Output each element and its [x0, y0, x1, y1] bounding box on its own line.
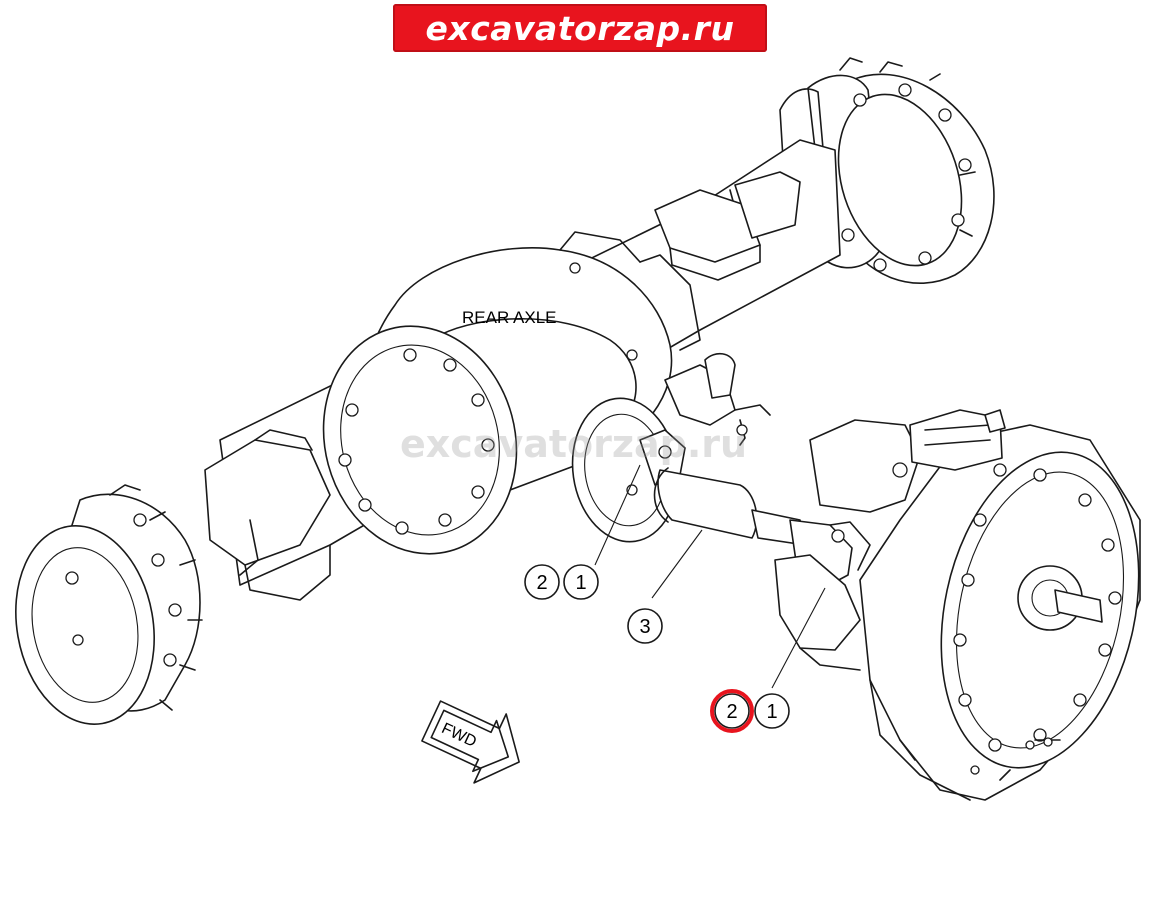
callout-mid-3-number: 3: [639, 616, 650, 638]
leader-upper-2-1: [594, 464, 641, 566]
driveshaft: [653, 467, 871, 591]
leader-lower-2-1: [771, 587, 826, 689]
watermark: excavatorzap.ru: [400, 422, 748, 466]
callout-upper-2: 2: [524, 564, 560, 600]
callout-lower-2: 2: [710, 689, 754, 733]
callout-upper-1: 1: [563, 564, 599, 600]
far-wheel-hub: [779, 57, 995, 284]
rear-axle-assembly: [15, 57, 995, 725]
callout-highlight-ring: [710, 689, 754, 733]
callout-mid-3: 3: [627, 608, 663, 644]
callout-lower-2-number: 2: [726, 701, 737, 723]
transmission: [774, 409, 1141, 801]
leader-lines: [594, 464, 826, 689]
callout-lower-1-number: 1: [766, 701, 777, 723]
fwd-arrow: FWD: [421, 700, 520, 784]
brand-banner-text: excavatorzap.ru: [425, 8, 735, 48]
callout-upper-2-number: 2: [536, 572, 547, 594]
diff-bracket-valve: [664, 352, 771, 446]
brand-banner: excavatorzap.ru: [393, 4, 767, 52]
differential-pinion-flange: [571, 397, 686, 543]
callout-upper-1-number: 1: [575, 572, 586, 594]
callout-lower-1: 1: [754, 693, 790, 729]
near-wheel-hub: [15, 484, 203, 725]
rear-axle-label: REAR AXLE: [462, 308, 557, 327]
leader-3: [651, 529, 703, 599]
